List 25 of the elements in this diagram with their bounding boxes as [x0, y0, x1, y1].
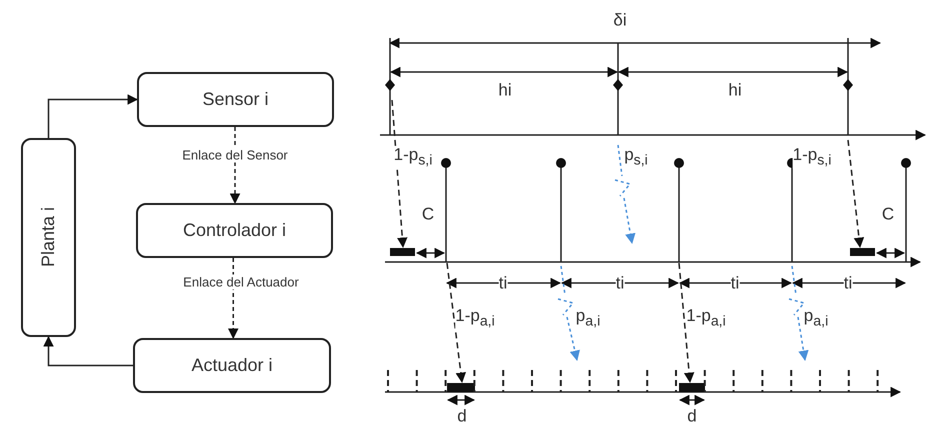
- period-label: hi: [728, 82, 742, 98]
- probability-label: 1-p$_{a,i}$: [455, 307, 495, 329]
- interval-label: ti: [844, 274, 852, 292]
- sensor-box: Sensor i: [137, 72, 334, 127]
- dashed-arrow: [228, 258, 238, 340]
- period-label: hi: [498, 82, 512, 98]
- controller-box: Controlador i: [136, 203, 333, 258]
- plant-box: Planta i: [21, 138, 76, 337]
- interval-label: ti: [730, 274, 740, 292]
- edge-label: Enlace del Actuador: [182, 274, 300, 290]
- interval-label: ti: [616, 274, 624, 292]
- probability-label: 1-p$_{a,i}$: [686, 307, 726, 329]
- dashed-arrow: [230, 127, 240, 204]
- arrow: [48, 94, 138, 138]
- duration-label: d: [457, 408, 467, 424]
- delta-label: δi: [613, 12, 627, 28]
- edge-label: Enlace del Sensor: [181, 148, 289, 162]
- arrow: [43, 336, 133, 366]
- probability-label: 1-p$_{s,i}$: [792, 146, 832, 168]
- delay-label: C: [422, 206, 434, 222]
- probability-label: 1-p$_{s,i}$: [394, 146, 432, 168]
- delay-label: C: [882, 206, 894, 222]
- actuator-box: Actuador i: [133, 338, 331, 393]
- duration-label: d: [687, 408, 697, 424]
- interval-label: ti: [498, 274, 508, 292]
